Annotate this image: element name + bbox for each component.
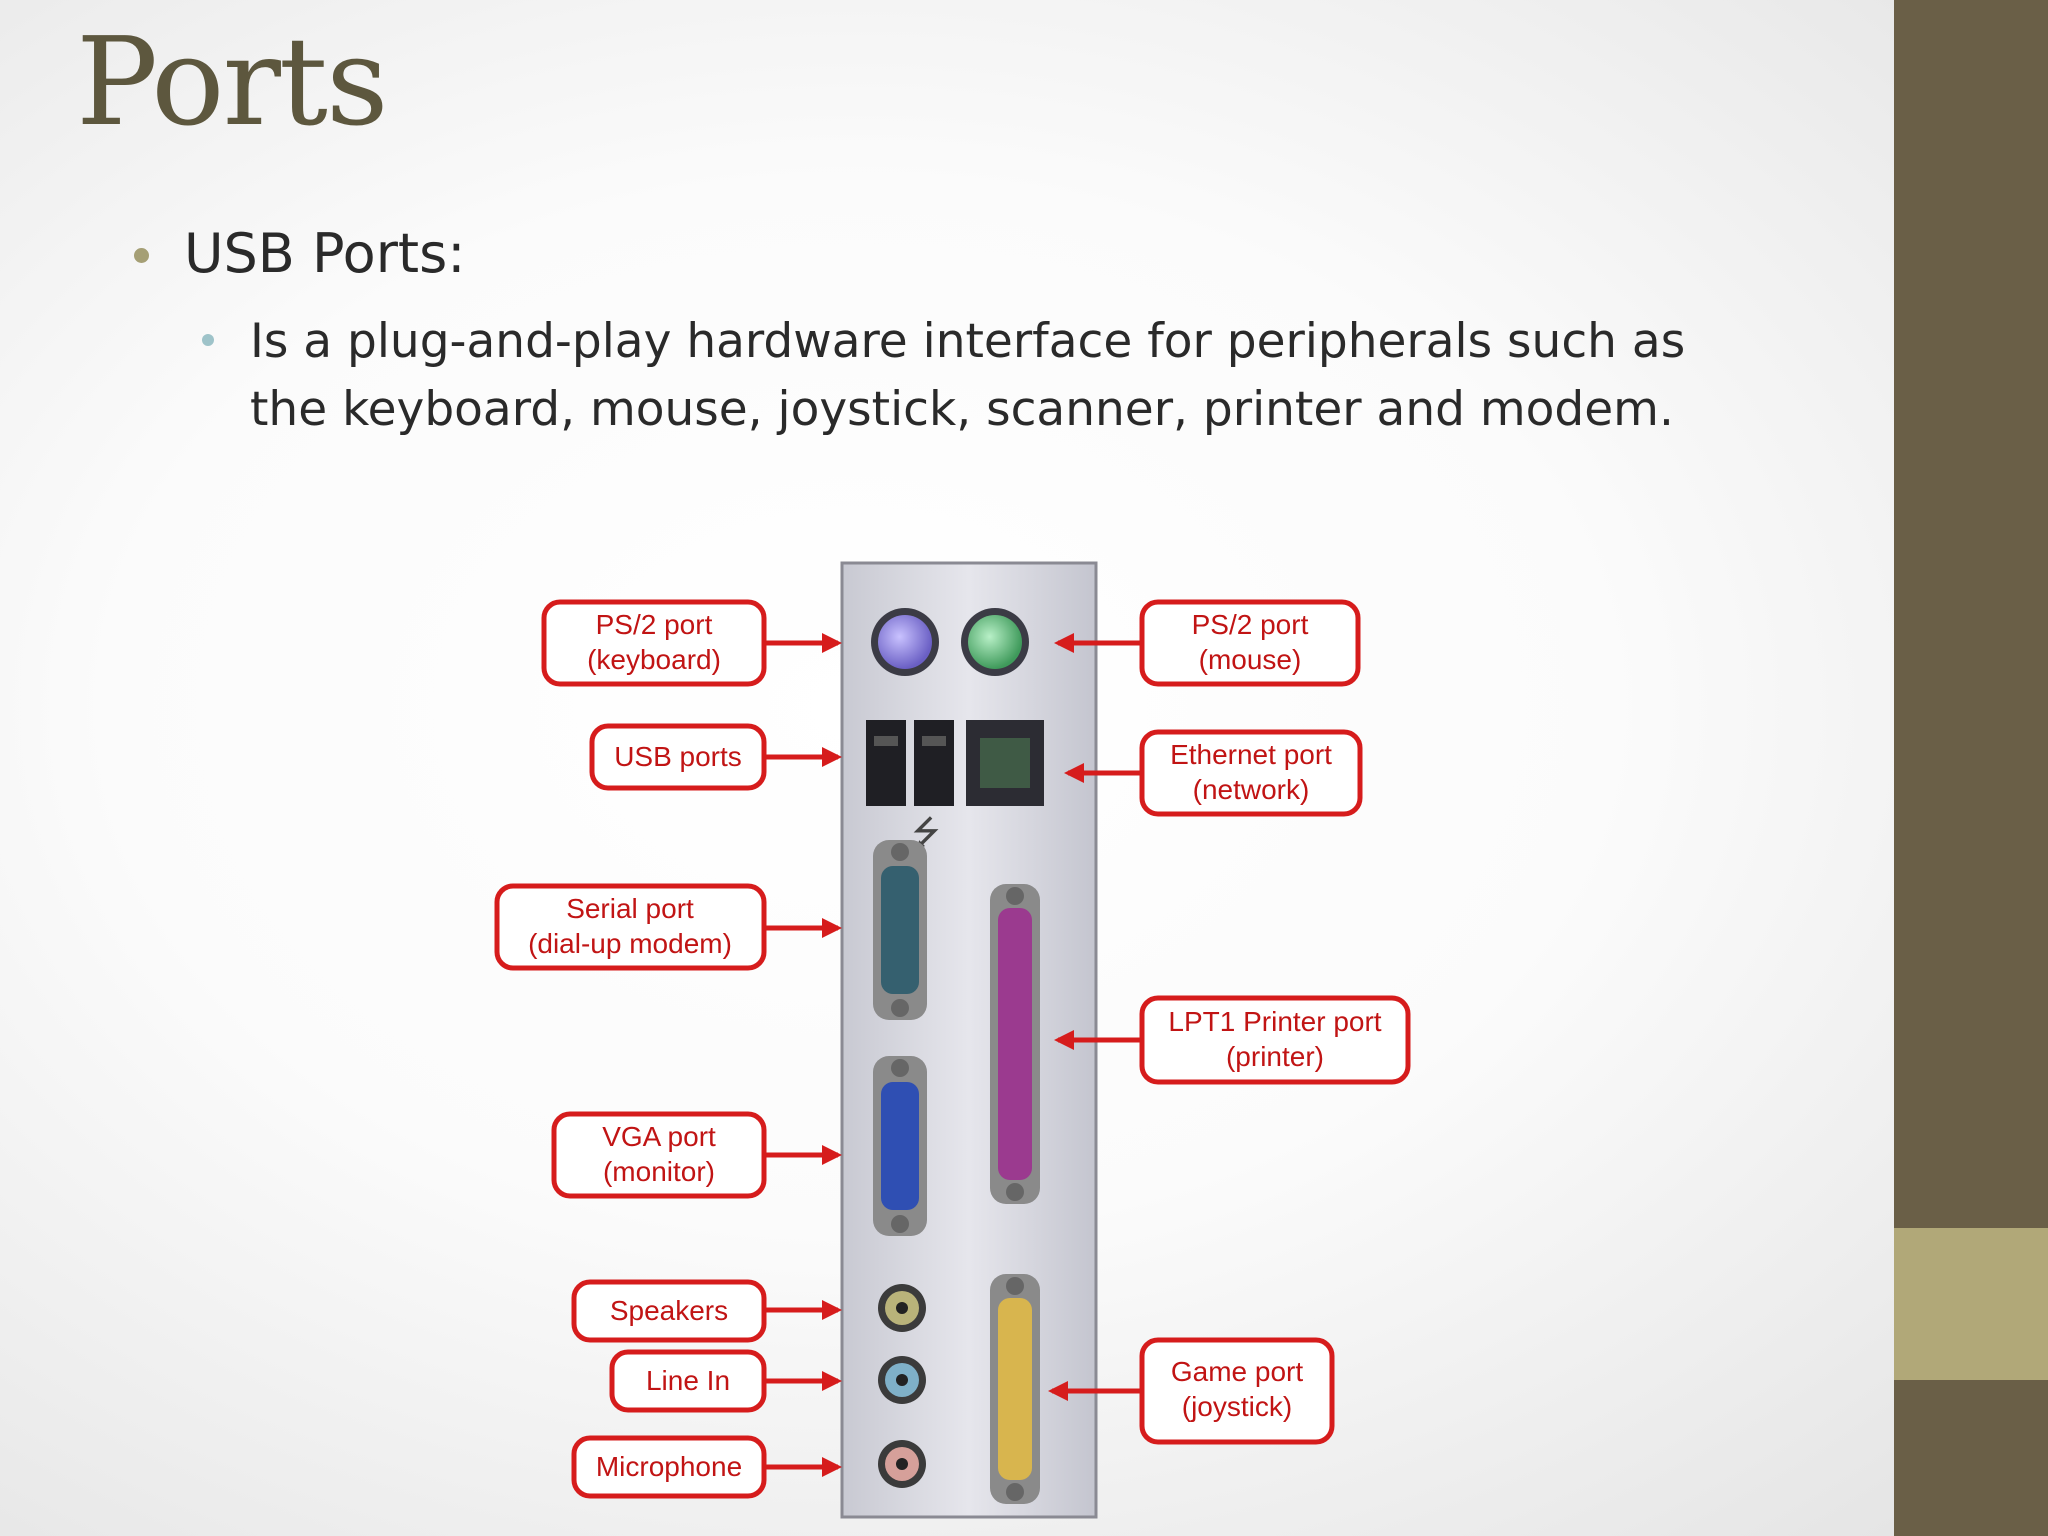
label-lpt1-line2: (printer) [1226, 1041, 1324, 1072]
callout-game-port: Game port (joystick) [1048, 1337, 1335, 1445]
callout-serial: Serial port (dial-up modem) [494, 883, 842, 971]
label-usb-ports: USB ports [614, 741, 742, 772]
callout-usb-ports: USB ports [589, 723, 842, 791]
sidebar-accent-band [1894, 1228, 2048, 1380]
label-ps2-mouse-line2: (mouse) [1199, 644, 1302, 675]
io-panel: ⭍ [840, 561, 1098, 1519]
label-ps2-keyboard-line2: (keyboard) [587, 644, 721, 675]
ps2-mouse-port [968, 615, 1022, 669]
label-speakers: Speakers [610, 1295, 728, 1326]
label-vga-line2: (monitor) [603, 1156, 715, 1187]
label-ethernet-line1: Ethernet port [1170, 739, 1332, 770]
label-ethernet-line2: (network) [1193, 774, 1310, 805]
slide-title: Ports [76, 11, 389, 153]
callout-speakers: Speakers [571, 1279, 842, 1343]
usb-port-2 [914, 720, 954, 806]
sub-bullet-description: Is a plug-and-play hardware interface fo… [250, 314, 1686, 437]
label-line-in: Line In [646, 1365, 730, 1396]
label-ps2-mouse-line1: PS/2 port [1192, 609, 1309, 640]
callout-ps2-mouse: PS/2 port (mouse) [1054, 599, 1361, 687]
sub-bullet-dot [202, 334, 214, 346]
callout-ps2-keyboard: PS/2 port (keyboard) [541, 599, 842, 687]
bullet-dot [134, 248, 149, 263]
callout-lpt1: LPT1 Printer port (printer) [1054, 995, 1411, 1085]
callout-microphone: Microphone [571, 1435, 842, 1499]
label-lpt1-line1: LPT1 Printer port [1168, 1006, 1381, 1037]
label-game-port-line2: (joystick) [1182, 1391, 1292, 1422]
label-vga-line1: VGA port [602, 1121, 716, 1152]
callout-line-in: Line In [609, 1349, 842, 1413]
callout-ethernet: Ethernet port (network) [1064, 729, 1363, 817]
label-ps2-keyboard-line1: PS/2 port [596, 609, 713, 640]
label-game-port-line1: Game port [1171, 1356, 1303, 1387]
usb-port-1 [866, 720, 906, 806]
label-serial-line1: Serial port [566, 893, 694, 924]
ps2-keyboard-port [878, 615, 932, 669]
callout-vga: VGA port (monitor) [551, 1111, 842, 1199]
label-microphone: Microphone [596, 1451, 742, 1482]
label-serial-line2: (dial-up modem) [528, 928, 732, 959]
bullet-usb-ports: USB Ports: [184, 222, 466, 285]
